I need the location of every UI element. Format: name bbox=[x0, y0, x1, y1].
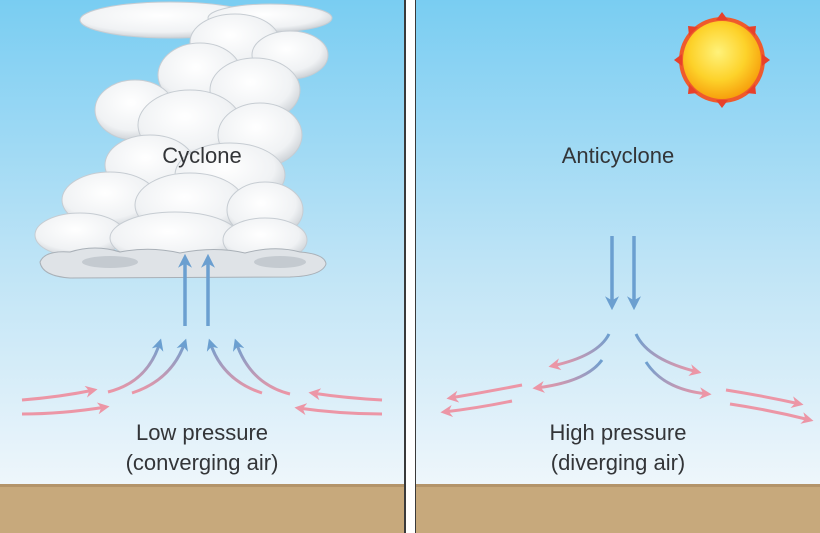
anticyclone-caption-line1: High pressure bbox=[549, 420, 687, 445]
inflow-arrow-right-1 bbox=[308, 388, 383, 402]
converging-arrow-1 bbox=[107, 338, 164, 394]
converging-arrow-4 bbox=[232, 338, 291, 396]
anticyclone-caption-line2: (diverging air) bbox=[550, 450, 686, 475]
inflow-arrow-right-2 bbox=[294, 403, 383, 416]
outflow-arrow-left-2 bbox=[440, 399, 513, 417]
diverging-air-arrows bbox=[532, 333, 712, 400]
sun-icon bbox=[674, 12, 770, 108]
outflow-arrow-right-2 bbox=[729, 402, 814, 424]
sinking-air-arrows bbox=[605, 236, 641, 311]
outflow-arrow-right-1 bbox=[725, 388, 804, 409]
cyclone-caption-line1: Low pressure bbox=[135, 420, 269, 445]
anticyclone-scene bbox=[416, 0, 820, 533]
surface-inflow-arrows bbox=[21, 385, 383, 416]
ground bbox=[0, 484, 404, 533]
cyclone-panel: Cyclone Low pressure (converging air) bbox=[0, 0, 404, 533]
inflow-arrow-left-1 bbox=[21, 385, 98, 402]
anticyclone-title: Anticyclone bbox=[561, 143, 675, 168]
outflow-arrow-left-1 bbox=[446, 383, 523, 403]
cyclone-title: Cyclone bbox=[162, 143, 242, 168]
ground bbox=[416, 484, 820, 533]
surface-outflow-arrows bbox=[440, 383, 814, 424]
inflow-arrow-left-2 bbox=[21, 402, 110, 416]
cyclone-caption-line2: (converging air) bbox=[125, 450, 279, 475]
converging-arrow-2 bbox=[131, 338, 188, 395]
diverging-arrow-2 bbox=[532, 359, 604, 393]
panel-divider bbox=[404, 0, 416, 533]
diverging-arrow-1 bbox=[548, 333, 611, 371]
anticyclone-panel: Anticyclone High pressure (diverging air… bbox=[416, 0, 820, 533]
diverging-arrow-4 bbox=[644, 361, 712, 400]
converging-air-arrows bbox=[107, 338, 291, 396]
rising-air-arrows bbox=[178, 253, 215, 326]
converging-arrow-3 bbox=[206, 338, 263, 395]
diverging-arrow-3 bbox=[634, 333, 702, 376]
cumulonimbus-cloud-icon bbox=[34, 1, 333, 279]
cyclone-scene bbox=[0, 0, 404, 533]
